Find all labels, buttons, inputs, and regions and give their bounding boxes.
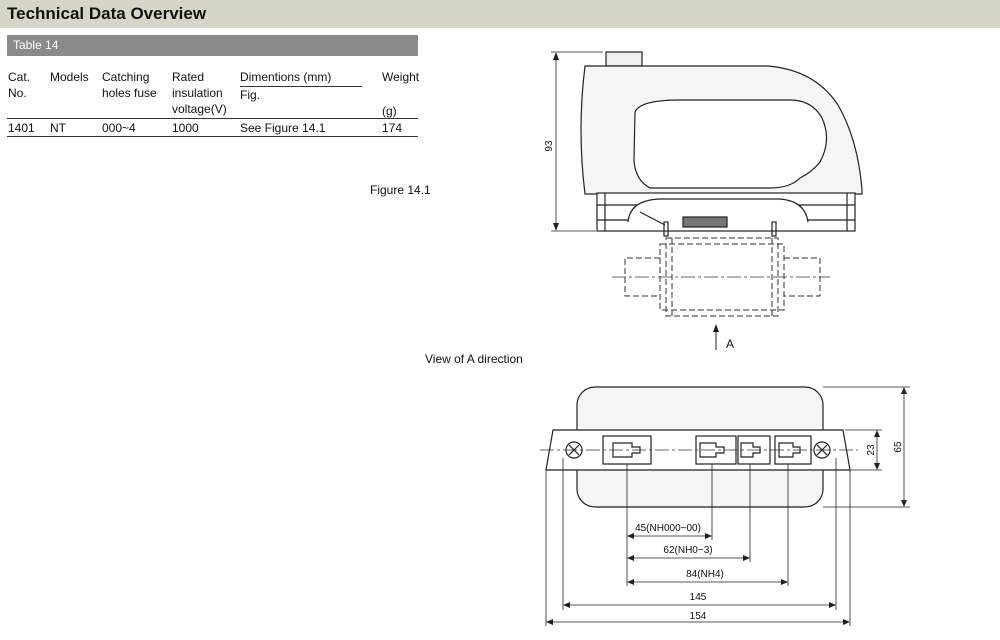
fuse-outline — [665, 237, 779, 317]
header-cat-no-1: Cat. — [8, 70, 31, 84]
row-catching: 000~4 — [102, 121, 136, 135]
header-dimensions: Dimentions (mm) — [240, 70, 332, 84]
arrow-label: A — [726, 337, 734, 351]
header-weight-1: Weight — [382, 70, 420, 84]
dim-45: 45(NH000~00) — [635, 523, 701, 534]
view-label: View of A direction — [425, 352, 523, 366]
dim-height: 93 — [544, 140, 555, 152]
header-fig: Fig. — [240, 88, 261, 102]
table-bottom-rule — [7, 136, 418, 137]
dim-145: 145 — [690, 592, 707, 603]
dim-154: 154 — [690, 611, 707, 622]
header-catching-1: Catching — [102, 70, 150, 84]
contact-grid — [682, 216, 728, 228]
header-weight-2: (g) — [382, 104, 397, 118]
header-rated-3: voltage(V) — [172, 102, 227, 116]
row-weight: 174 — [382, 121, 403, 135]
table-caption: Table 14 — [13, 38, 59, 52]
header-models: Models — [50, 70, 89, 84]
page-title: Technical Data Overview — [7, 4, 207, 23]
header-rated-1: Rated — [172, 70, 205, 84]
row-cat-no: 1401 — [8, 121, 35, 135]
dimensions-underline — [240, 86, 362, 87]
row-figure: See Figure 14.1 — [240, 121, 326, 135]
figure-label: Figure 14.1 — [370, 183, 431, 197]
row-voltage: 1000 — [172, 121, 199, 135]
dim-65: 65 — [893, 441, 904, 453]
top-knob — [605, 51, 643, 67]
header-rated-2: insulation — [172, 86, 223, 100]
header-cat-no-2: No. — [8, 86, 27, 100]
header-bar: Technical Data Overview — [0, 0, 1000, 28]
table-header-rule — [7, 118, 418, 119]
header-catching-2: holes fuse — [102, 86, 157, 100]
handle-opening — [633, 99, 828, 189]
dim-23: 23 — [866, 444, 877, 456]
table-caption-bar: Table 14 — [7, 35, 418, 56]
row-model: NT — [50, 121, 66, 135]
dim-84: 84(NH4) — [686, 569, 724, 580]
dim-62: 62(NH0~3) — [663, 545, 712, 556]
